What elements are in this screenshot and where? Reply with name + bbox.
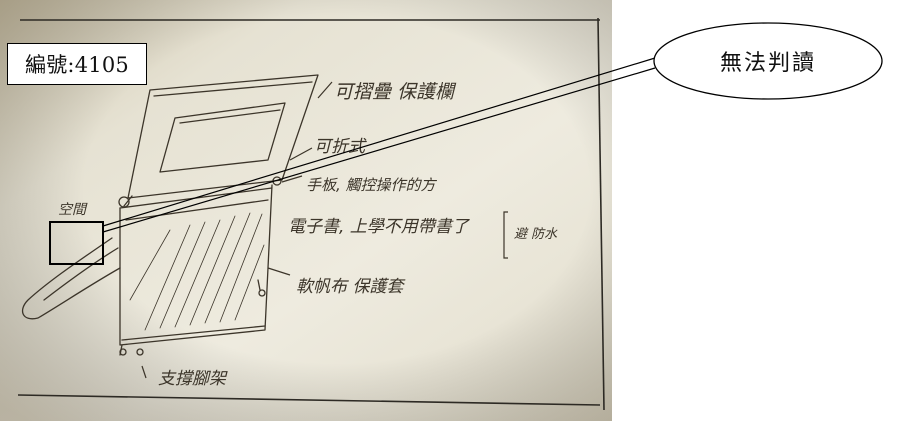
annotation-canvas-cover: 軟帆布 保護套 [296,277,406,297]
callout-label: 無法判讀 [719,51,816,76]
annotation-protective-rail: 可摺疊 保護欄 [334,81,457,103]
annotation-support-stand: 支撐腳架 [158,369,228,389]
annotation-foldable: 可折式 [314,137,367,157]
id-label: 編號:4105 [7,43,147,85]
annotation-waterproof: 避 防水 [514,227,558,242]
annotation-tablet: 手板, 觸控操作的方 [306,176,438,194]
annotation-ebook: 電子書, 上學不用帶書了 [288,217,471,237]
annotation-space: 空間 [58,202,88,218]
